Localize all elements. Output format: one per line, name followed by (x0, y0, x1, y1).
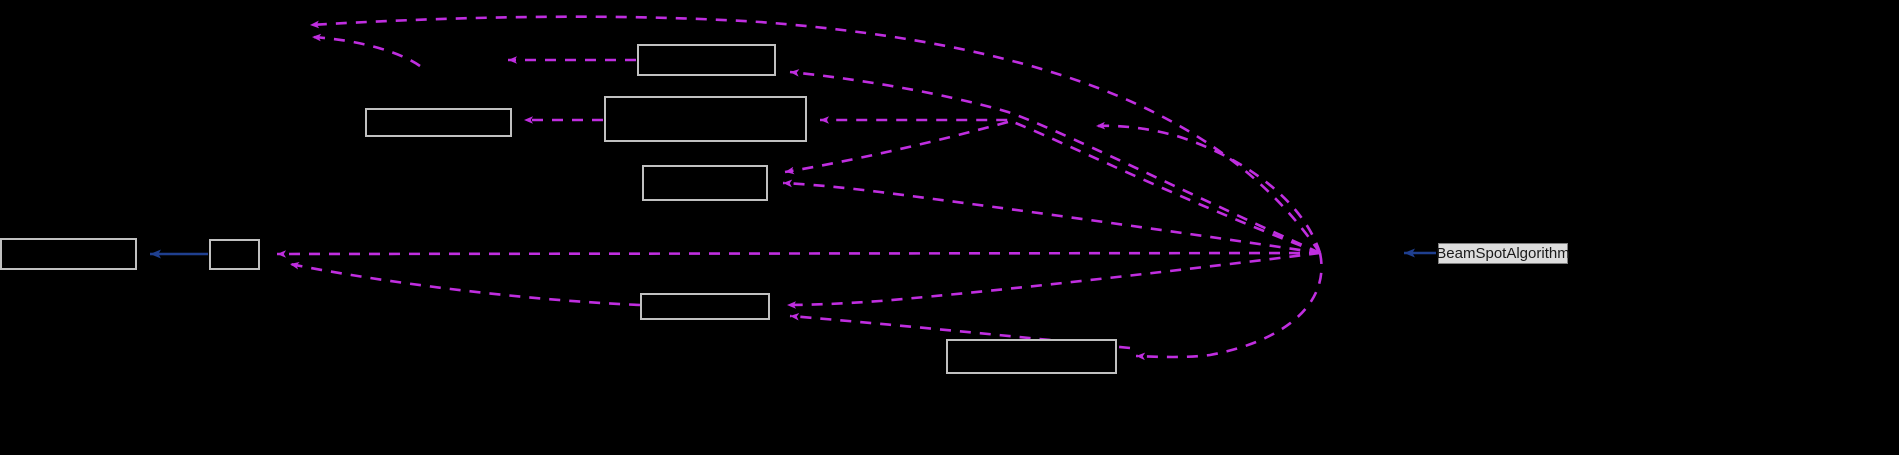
graph-node-beamspotalgorithm[interactable]: BeamSpotAlgorithm (1436, 243, 1570, 264)
graph-node-7[interactable] (946, 339, 1117, 374)
edge-n6-to-n1 (289, 262, 641, 307)
edge-to-top-2 (311, 33, 421, 68)
dashed-edge-group (276, 15, 1323, 361)
edge-n4-to-n5 (784, 120, 1009, 175)
graph-node-1[interactable] (209, 239, 260, 270)
solid-edge-group (150, 248, 1436, 259)
edge-hub-to-n4 (820, 116, 1321, 255)
edge-hub-upper-strand (1095, 121, 1322, 254)
edge-hub-to-n5 (782, 179, 1321, 255)
graph-node-4[interactable] (604, 96, 807, 142)
edge-hub-to-n3 (789, 69, 1321, 255)
edge-hub-to-n7 (1135, 252, 1323, 361)
graph-node-beamspotalgorithm-label: BeamSpotAlgorithm (1436, 245, 1570, 262)
graph-node-6[interactable] (640, 293, 770, 320)
graph-node-2[interactable] (365, 108, 512, 137)
edge-hub-to-n6 (786, 251, 1321, 309)
graph-node-3[interactable] (637, 44, 776, 76)
graph-node-5[interactable] (642, 165, 768, 201)
graph-node-0[interactable] (0, 238, 137, 270)
edge-hub-to-top-1 (309, 15, 1322, 254)
edge-hub-to-n1 (276, 250, 1321, 258)
